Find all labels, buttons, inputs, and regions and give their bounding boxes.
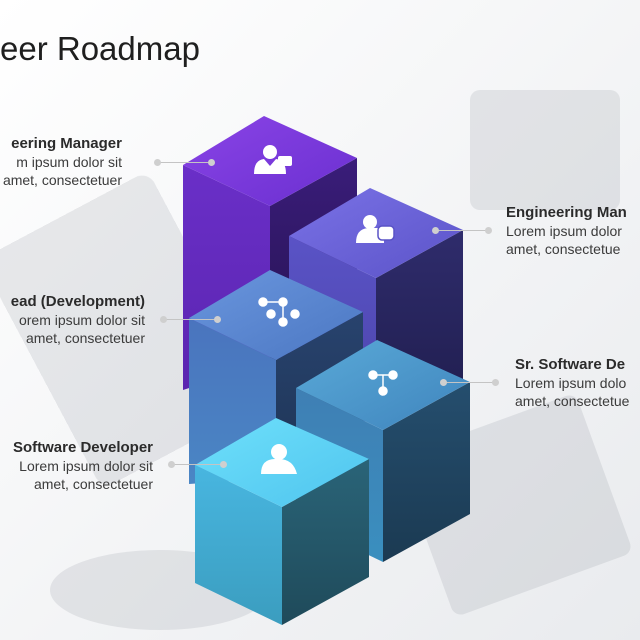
stage-desc-line2: amet, consectetuer [33,476,153,492]
stage-desc-line1: orem ipsum dolor sit [18,312,145,328]
dot-lead-development-start [160,316,167,323]
stage-title: ead (Development) [10,293,145,310]
businessman-icon [254,145,292,174]
dot-engineering-manager-2-start [432,227,439,234]
dot-software-developer-end [220,461,227,468]
stage-desc-line1: Lorem ipsum dolor sit [19,458,153,474]
connector-engineering-manager-1 [160,162,210,163]
page-title: eer Roadmap [0,30,200,67]
dot-engineering-manager-1-end [208,159,215,166]
user-icon [261,444,297,474]
stage-desc-line1: Lorem ipsum dolo [515,375,627,391]
network-icon [368,370,398,396]
bar-software-developer [195,418,369,625]
label-engineering-manager-2: Engineering Man Lorem ipsum dolor amet, … [506,203,627,258]
label-engineering-manager-1: eering Manager m ipsum dolor sit amet, c… [3,134,122,189]
dot-software-developer-start [168,461,175,468]
connector-engineering-manager-2 [438,230,488,231]
connector-sr-software-developer [444,382,494,383]
connector-software-developer [172,464,222,465]
stage-desc-line2: amet, consectetue [515,393,630,409]
stage-desc-line2: amet, consectetue [506,241,621,257]
stage-title: Sr. Software De [515,356,626,373]
label-sr-software-developer: Sr. Software De Lorem ipsum dolo amet, c… [515,355,629,410]
label-lead-development: ead (Development) orem ipsum dolor sit a… [11,292,145,347]
dot-engineering-manager-1-start [154,159,161,166]
hierarchy-icon [258,297,300,327]
stage-title: Engineering Man [506,204,627,221]
stage-desc-line1: Lorem ipsum dolor [506,223,622,239]
dot-sr-software-developer-start [440,379,447,386]
dot-engineering-manager-2-end [485,227,492,234]
stage-desc-line2: amet, consectetuer [25,330,145,346]
manager-icon [356,215,395,243]
stage-title: eering Manager [11,135,122,152]
dot-lead-development-end [214,316,221,323]
stage-desc-line2: amet, consectetuer [2,172,122,188]
label-software-developer: Software Developer Lorem ipsum dolor sit… [13,438,153,493]
stage-title: Software Developer [12,439,153,456]
connector-lead-development [166,319,216,320]
stage-desc-line1: m ipsum dolor sit [16,154,122,170]
dot-sr-software-developer-end [492,379,499,386]
